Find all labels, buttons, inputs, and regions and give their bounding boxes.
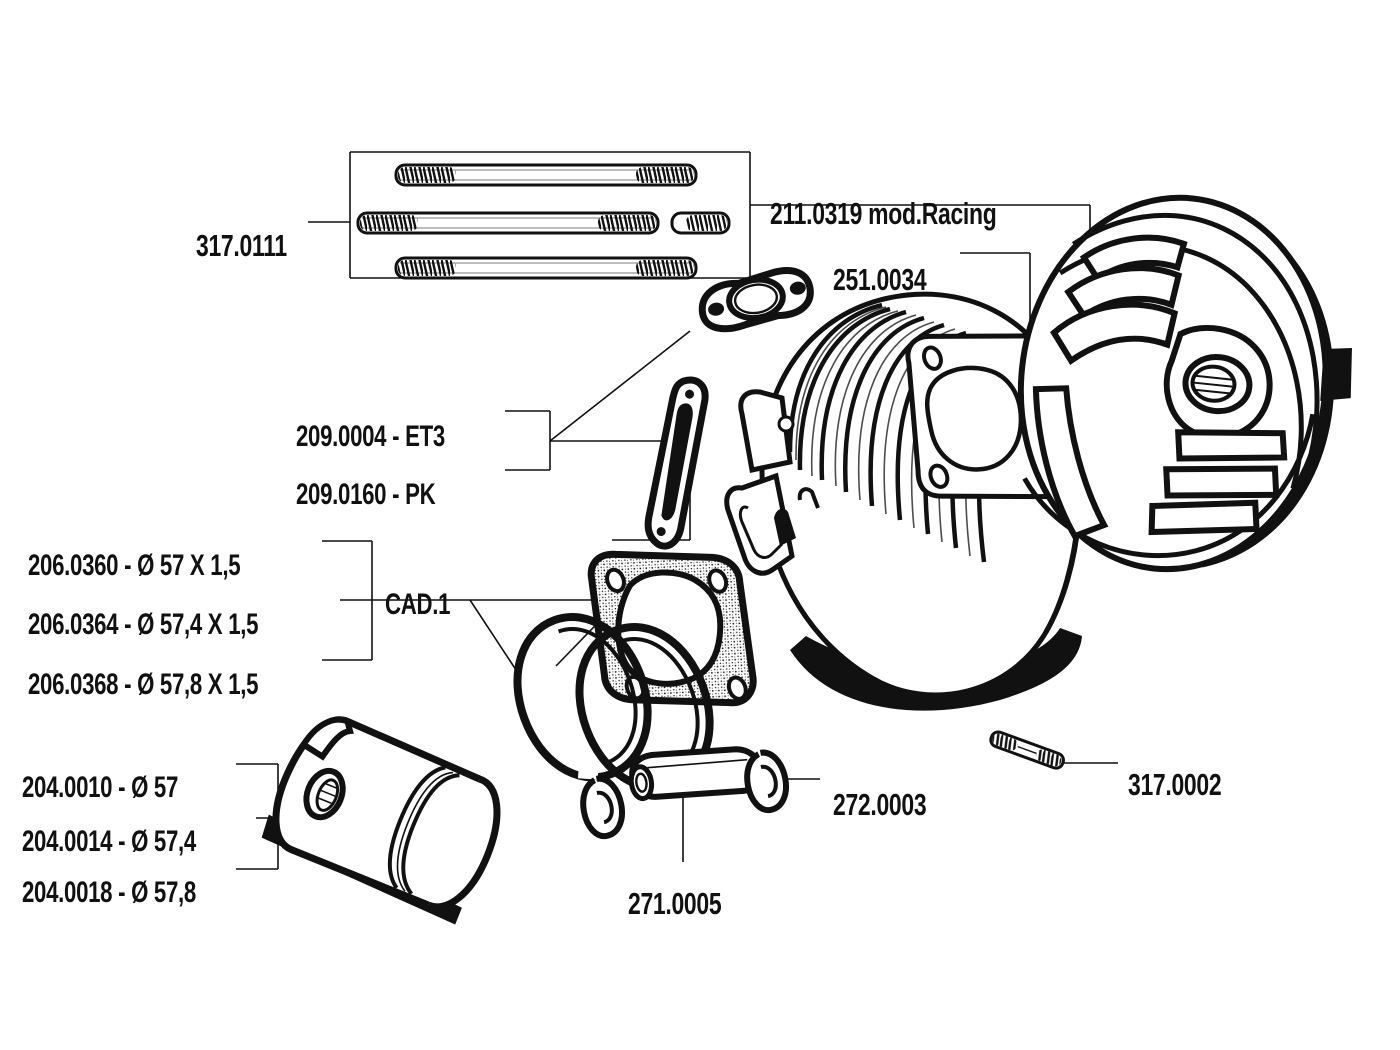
part-label-piston-574: 204.0014 - Ø 57,4 bbox=[22, 825, 196, 858]
part-label-studs-long: 317.0111 bbox=[196, 228, 287, 263]
part-label-head: 251.0034 bbox=[833, 262, 927, 297]
cylinder-head bbox=[1017, 194, 1352, 573]
part-label-pin: 271.0005 bbox=[628, 886, 722, 921]
part-label-intake-pk: 209.0160 - PK bbox=[296, 478, 436, 511]
part-label-ring-578: 206.0368 - Ø 57,8 X 1,5 bbox=[28, 668, 259, 701]
exhaust-port-flange bbox=[724, 389, 820, 576]
part-label-piston-578: 204.0018 - Ø 57,8 bbox=[22, 876, 196, 909]
piston-pin bbox=[628, 746, 765, 802]
piston bbox=[261, 716, 501, 925]
intake-gasket-et3 bbox=[698, 267, 814, 333]
base-gasket bbox=[587, 550, 757, 707]
part-label-ring-574: 206.0364 - Ø 57,4 X 1,5 bbox=[28, 608, 259, 641]
part-label-intake-et3: 209.0004 - ET3 bbox=[296, 420, 445, 453]
part-label-cylinder-kit: 211.0319 mod.Racing bbox=[770, 196, 997, 231]
cylinder-studs bbox=[356, 163, 731, 280]
part-label-cad1: CAD.1 bbox=[385, 588, 451, 621]
part-label-ring-57: 206.0360 - Ø 57 X 1,5 bbox=[28, 549, 241, 582]
part-label-circlip: 272.0003 bbox=[833, 787, 927, 822]
short-stud-top bbox=[670, 211, 731, 235]
intake-gasket-pk bbox=[644, 376, 709, 550]
leader-206-group bbox=[322, 540, 470, 661]
circlips bbox=[580, 749, 789, 840]
part-label-piston-57: 204.0010 - Ø 57 bbox=[22, 771, 179, 804]
short-stud bbox=[989, 730, 1065, 770]
part-label-stud-short: 317.0002 bbox=[1128, 767, 1222, 802]
